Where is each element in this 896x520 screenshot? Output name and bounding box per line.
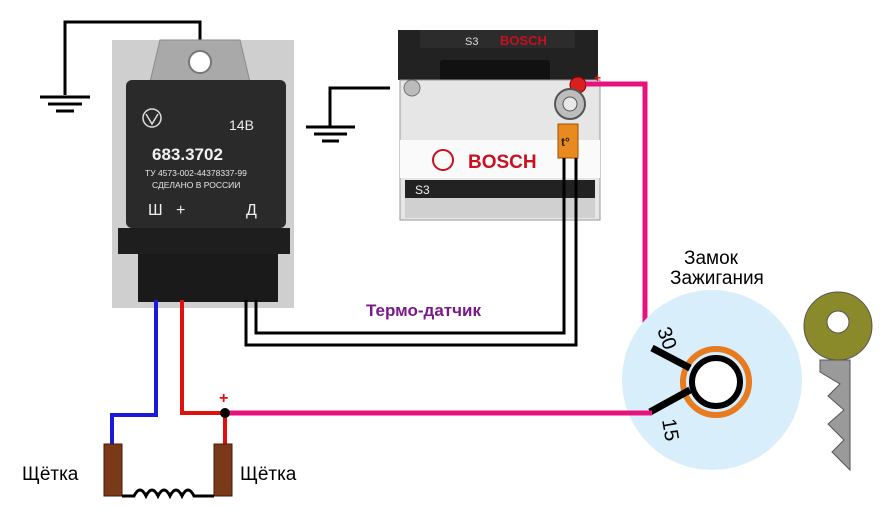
- brush-left: [103, 443, 123, 497]
- temperature-sensor: [554, 88, 586, 159]
- temp-sensor-symbol: t°: [561, 135, 570, 149]
- junction-plus-sign: +: [219, 390, 228, 407]
- ignition-lock-core: [689, 355, 743, 409]
- ground-symbol-battery: [306, 125, 355, 143]
- thermo-sensor-label: Термо-датчик: [366, 301, 481, 320]
- battery-plus-sign: +: [594, 71, 601, 85]
- battery-minus-terminal: [403, 79, 421, 97]
- ground-wire-battery: [328, 86, 410, 126]
- battery: [390, 28, 612, 228]
- regulator-spec: ТУ 4573-002-44378337-99: [145, 168, 247, 178]
- ignition-terminal-15: 15: [657, 417, 683, 443]
- battery-model-top: S3: [465, 36, 478, 48]
- brush-left-label: Щётка: [22, 464, 79, 485]
- brush-right-label: Щётка: [240, 464, 297, 485]
- regulator-terminal-d: Д: [246, 202, 257, 219]
- ground-symbol-regulator: [40, 95, 90, 113]
- regulator-terminal-sh: Ш: [148, 202, 163, 219]
- bosch-logo-icon: [432, 149, 454, 171]
- red-positive-wire: [180, 300, 225, 415]
- junction-dot: [220, 408, 230, 418]
- regulator-made-in: СДЕЛАНО В РОССИИ: [152, 180, 240, 190]
- battery-brand-top: BOSCH: [500, 33, 547, 48]
- ignition-contact-30: [650, 344, 692, 372]
- voltage-regulator: [112, 39, 294, 308]
- ignition-label-line2: Зажигания: [670, 268, 764, 289]
- blue-field-wire: [110, 300, 158, 445]
- battery-brand-main: BOSCH: [468, 152, 537, 173]
- thermo-sensor-wires: [244, 158, 578, 347]
- ignition-label-line1: Замок: [684, 248, 739, 269]
- regulator-logo: [142, 108, 162, 128]
- regulator-terminal-plus: +: [176, 202, 185, 219]
- brush-right: [213, 443, 233, 497]
- rotor-winding: [122, 488, 214, 500]
- regulator-model: 683.3702: [152, 145, 223, 164]
- ignition-contact-15: [648, 386, 692, 416]
- ignition-lock-ring: [680, 346, 752, 418]
- ignition-key-icon: [803, 291, 873, 472]
- battery-model-main: S3: [415, 183, 430, 197]
- ground-wire-regulator: [63, 20, 202, 95]
- regulator-voltage: 14В: [229, 117, 254, 133]
